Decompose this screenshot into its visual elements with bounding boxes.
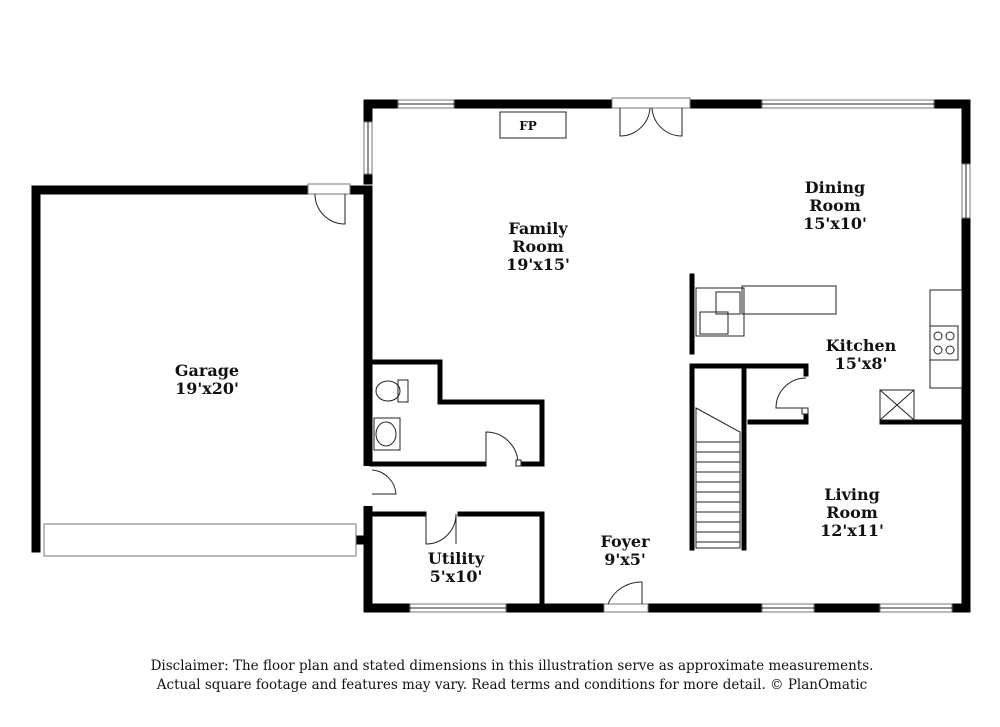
living-room-name-2: Room bbox=[826, 503, 878, 522]
utility-side-door bbox=[371, 469, 397, 495]
garage-entry-door bbox=[307, 183, 351, 225]
foyer-name: Foyer bbox=[600, 532, 650, 551]
utility-dims: 5'x10' bbox=[430, 567, 483, 586]
window-bottom-living-1 bbox=[761, 603, 815, 613]
foyer-dims: 9'x5' bbox=[604, 550, 646, 569]
family-room-dims: 19'x15' bbox=[506, 255, 570, 274]
kitchen-counter bbox=[741, 285, 837, 315]
interior-doors bbox=[425, 377, 809, 545]
dining-room-name-2: Room bbox=[809, 196, 861, 215]
disclaimer-line-1: Disclaimer: The floor plan and stated di… bbox=[151, 658, 874, 674]
utility-door bbox=[425, 513, 457, 545]
window-left bbox=[363, 121, 373, 175]
fridge-icon bbox=[879, 389, 915, 421]
toilet-icon bbox=[375, 379, 409, 403]
dining-room-name-1: Dining bbox=[805, 178, 865, 197]
window-bottom-living-2 bbox=[879, 603, 953, 613]
kitchen-sink-icon bbox=[695, 287, 745, 337]
window-right bbox=[961, 163, 971, 219]
family-room-name-2: Room bbox=[512, 237, 564, 256]
utility-name: Utility bbox=[428, 549, 485, 568]
stove-icon bbox=[929, 289, 963, 389]
fireplace: FP bbox=[499, 111, 567, 139]
kitchen-name: Kitchen bbox=[826, 336, 897, 355]
fireplace-label: FP bbox=[519, 119, 537, 133]
kitchen-dims: 15'x8' bbox=[835, 354, 888, 373]
living-room-dims: 12'x11' bbox=[820, 521, 884, 540]
pantry-door bbox=[775, 377, 809, 415]
window-top-left bbox=[397, 99, 455, 109]
windows bbox=[43, 99, 971, 613]
half-bath-door bbox=[485, 431, 522, 467]
staircase bbox=[695, 407, 741, 549]
patio-double-door bbox=[611, 97, 691, 137]
room-labels: Garage 19'x20' Family Room 19'x15' Dinin… bbox=[175, 178, 897, 586]
window-top-right bbox=[761, 99, 935, 109]
front-door bbox=[603, 581, 649, 613]
doors bbox=[307, 97, 691, 613]
garage-door bbox=[43, 523, 357, 557]
disclaimer-line-2: Actual square footage and features may v… bbox=[156, 677, 867, 693]
window-bottom-utility bbox=[409, 603, 507, 613]
fixtures: FP bbox=[373, 111, 963, 549]
family-room-name-1: Family bbox=[508, 219, 568, 238]
living-room-name-1: Living bbox=[824, 485, 880, 504]
disclaimer: Disclaimer: The floor plan and stated di… bbox=[151, 658, 874, 693]
dining-room-dims: 15'x10' bbox=[803, 214, 867, 233]
garage-name: Garage bbox=[175, 361, 239, 380]
bath-sink-icon bbox=[373, 417, 401, 451]
garage-dims: 19'x20' bbox=[175, 379, 239, 398]
